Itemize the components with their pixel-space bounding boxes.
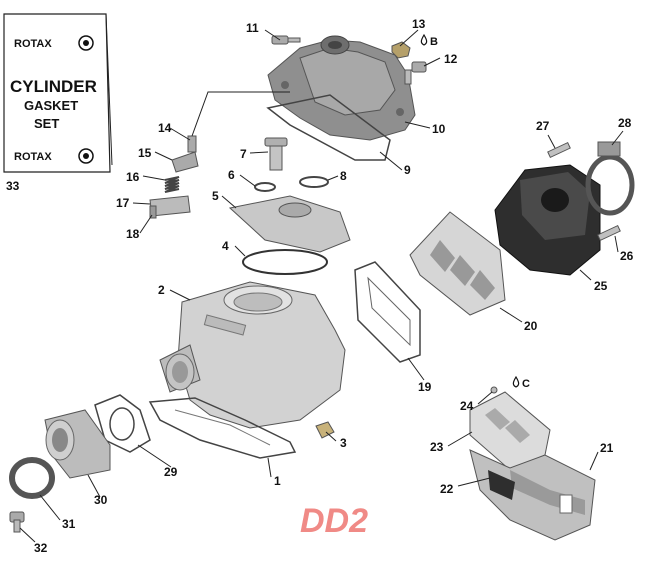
screw-7 <box>264 137 288 171</box>
callout-1: 1 <box>274 474 281 488</box>
screw-12 <box>404 61 427 85</box>
watermark: DD2 <box>300 502 368 540</box>
note-b: B <box>420 33 438 48</box>
note-c-label: C <box>522 378 530 390</box>
note-b-label: B <box>430 36 438 48</box>
screw-24 <box>490 386 498 394</box>
callout-29: 29 <box>164 465 178 479</box>
callout-32: 32 <box>34 541 48 555</box>
callout-18: 18 <box>126 227 140 241</box>
callout-17: 17 <box>116 196 130 210</box>
sign-brand-bottom: ROTAX <box>14 151 52 163</box>
o-ring-8 <box>299 176 329 188</box>
reed-valve-block-21 <box>469 449 596 541</box>
base-gasket-1 <box>148 397 297 459</box>
reed-valve-20 <box>409 211 506 316</box>
callout-24: 24 <box>460 399 474 413</box>
callout-11: 11 <box>246 21 259 35</box>
washer-6 <box>254 182 276 192</box>
rotax-emblem-icon <box>78 35 94 51</box>
callout-33: 33 <box>6 179 20 193</box>
water-cover-5 <box>228 195 351 253</box>
callout-31: 31 <box>62 517 76 531</box>
head-o-ring <box>266 94 391 161</box>
clamp-28 <box>585 141 635 216</box>
callout-28: 28 <box>618 116 632 130</box>
droplet-icon <box>512 375 520 388</box>
cylinder-head-cover <box>267 35 416 141</box>
callout-7: 7 <box>240 147 247 161</box>
screw-3 <box>315 421 335 439</box>
callout-25: 25 <box>594 279 608 293</box>
intake-rubber-25 <box>494 164 601 276</box>
droplet-icon <box>420 33 428 46</box>
spring-16 <box>164 176 180 193</box>
callout-3: 3 <box>340 436 347 450</box>
leader-lines <box>19 29 624 543</box>
gasket-kit-sign: ROTAX CYLINDER GASKET SET ROTAX <box>3 13 113 173</box>
cylinder-2 <box>159 281 346 429</box>
sign-brand-top: ROTAX <box>14 38 52 50</box>
callout-9: 9 <box>404 163 411 177</box>
callout-20: 20 <box>524 319 538 333</box>
screw-32 <box>9 511 25 533</box>
callout-21: 21 <box>600 441 614 455</box>
callout-14: 14 <box>158 121 172 135</box>
callout-26: 26 <box>620 249 634 263</box>
callout-19: 19 <box>418 380 432 394</box>
callout-8: 8 <box>340 169 347 183</box>
sign-title-line2: GASKET <box>24 98 78 113</box>
callout-10: 10 <box>432 122 446 136</box>
screw-27 <box>547 141 571 159</box>
callout-16: 16 <box>126 170 140 184</box>
exhaust-flange-30 <box>44 409 111 479</box>
rotax-emblem-icon <box>78 148 94 164</box>
clamp-31 <box>9 457 55 499</box>
callout-12: 12 <box>444 52 458 66</box>
bracket-15 <box>171 151 199 173</box>
callout-5: 5 <box>212 189 219 203</box>
sign-title-line3: SET <box>34 116 59 131</box>
callout-labels: 1 2 3 4 5 6 7 8 9 10 11 12 13 14 15 16 1… <box>6 17 634 555</box>
callout-27: 27 <box>536 119 550 133</box>
callout-2: 2 <box>158 283 165 297</box>
callout-13: 13 <box>412 17 426 31</box>
callout-23: 23 <box>430 440 444 454</box>
callout-22: 22 <box>440 482 454 496</box>
note-c: C <box>512 375 530 390</box>
sign-title-line1: CYLINDER <box>10 77 97 96</box>
o-ring-4 <box>242 249 328 275</box>
sensor-14 <box>187 135 197 153</box>
pin-18 <box>149 205 157 219</box>
callout-4: 4 <box>222 239 229 253</box>
callout-30: 30 <box>94 493 108 507</box>
callout-15: 15 <box>138 146 152 160</box>
reed-gasket-19 <box>354 261 421 363</box>
callout-6: 6 <box>228 168 235 182</box>
nut-13 <box>391 41 411 59</box>
screw-26 <box>597 224 621 242</box>
reed-petals-22 <box>488 470 515 500</box>
